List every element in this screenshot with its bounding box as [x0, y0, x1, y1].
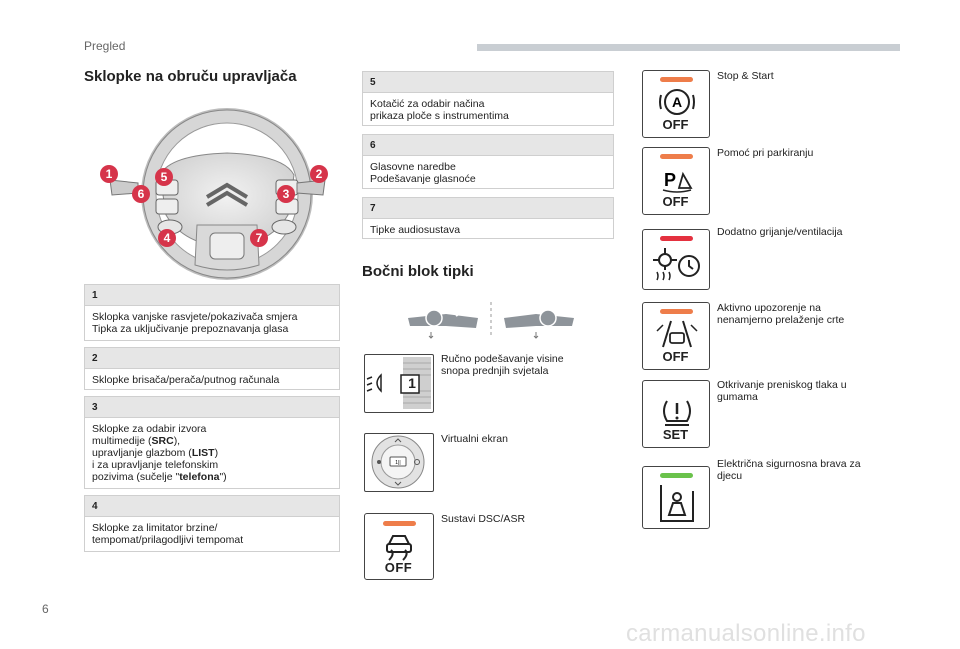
section-header: Pregled [84, 39, 126, 53]
off-label: OFF [662, 349, 689, 364]
led-indicator [660, 387, 693, 392]
callout-5: 5 [155, 168, 173, 186]
box-text: Tipke audiosustava [370, 224, 461, 236]
park-assist-button[interactable]: P OFF [642, 147, 710, 215]
headlamp-level-button[interactable]: 1 [364, 354, 434, 413]
tyre-pressure-button[interactable]: SET [642, 380, 710, 448]
box-text: Sklopka vanjske rasvjete/pokazivača smje… [92, 311, 298, 335]
box-text: Sklopke brisača/perača/putnog računala [92, 374, 280, 386]
child-lock-button[interactable] [642, 466, 710, 529]
stop-start-icon: A [659, 89, 695, 115]
svg-text:1||: 1|| [395, 460, 400, 466]
stop-start-button[interactable]: A OFF [642, 70, 710, 138]
box-number: 2 [85, 348, 339, 369]
svg-text:P: P [664, 170, 676, 190]
child-lock-icon [660, 485, 694, 522]
off-label: OFF [662, 117, 689, 132]
tyre-pressure-icon [663, 400, 691, 426]
info-box-4: 4 Sklopke za limitator brzine/ tempomat/… [84, 495, 340, 552]
led-indicator [660, 154, 693, 159]
set-label: SET [662, 427, 689, 442]
info-box-7: 7 Tipke audiosustava [362, 197, 614, 239]
aux-heating-label: Dodatno grijanje/ventilacija [717, 226, 843, 238]
info-box-2: 2 Sklopke brisača/perača/putnog računala [84, 347, 340, 390]
box-number: 1 [85, 285, 339, 306]
led-indicator [660, 473, 693, 478]
callout-3: 3 [277, 185, 295, 203]
headlamp-level-label: Ručno podešavanje visine snopa prednjih … [441, 353, 564, 377]
info-box-1: 1 Sklopka vanjske rasvjete/pokazivača sm… [84, 284, 340, 341]
page-number: 6 [42, 602, 49, 616]
steering-wheel-illustration: 1 2 3 4 5 6 7 [100, 105, 335, 280]
info-box-5: 5 Kotačić za odabir načina prikaza ploče… [362, 71, 614, 126]
headlamp-level-icon [366, 357, 431, 409]
box-text: Glasovne naredbe Podešavanje glasnoće [370, 161, 476, 185]
box-number: 6 [363, 135, 613, 156]
box-text: Sklopke za limitator brzine/ tempomat/pr… [92, 522, 244, 546]
callout-2: 2 [310, 165, 328, 183]
aux-heating-button[interactable] [642, 229, 710, 290]
lane-departure-icon [656, 320, 698, 348]
side-block-title: Bočni blok tipki [362, 263, 474, 280]
dsc-asr-label: Sustavi DSC/ASR [441, 513, 526, 525]
off-label: OFF [384, 560, 413, 575]
park-assist-icon: P [662, 170, 693, 193]
aux-heating-icon [653, 248, 700, 281]
svg-text:A: A [672, 94, 682, 110]
box-number: 4 [85, 496, 339, 517]
steering-title: Sklopke na obruču upravljača [84, 68, 297, 85]
info-box-3: 3 Sklopke za odabir izvora multimedije (… [84, 396, 340, 489]
led-indicator [660, 77, 693, 82]
stop-start-label: Stop & Start [717, 70, 774, 82]
dashboard-illustration [406, 300, 576, 340]
dsc-asr-button[interactable]: OFF [364, 513, 434, 580]
wheel-digit: 1 [408, 375, 416, 391]
led-indicator [660, 309, 693, 314]
box-number: 3 [85, 397, 339, 418]
callout-4: 4 [158, 229, 176, 247]
callout-6: 6 [132, 185, 150, 203]
dsc-asr-off-icon [386, 535, 412, 561]
callout-7: 7 [250, 229, 268, 247]
park-assist-label: Pomoć pri parkiranju [717, 147, 814, 159]
header-bar [477, 44, 900, 51]
off-label: OFF [662, 194, 689, 209]
lane-departure-button[interactable]: OFF [642, 302, 710, 370]
led-indicator [383, 521, 416, 526]
led-indicator [660, 236, 693, 241]
box-text: Sklopke za odabir izvora multimedije (SR… [92, 423, 227, 483]
virtual-display-control[interactable]: 1|| [364, 433, 434, 492]
callout-1: 1 [100, 165, 118, 183]
box-number: 5 [363, 72, 613, 93]
box-number: 7 [363, 198, 613, 219]
virtual-display-label: Virtualni ekran [441, 433, 508, 445]
watermark: carmanualsonline.info [626, 620, 866, 647]
virtual-display-icon: 1|| [371, 435, 425, 489]
box-text: Kotačić za odabir načina prikaza ploče s… [370, 98, 509, 122]
info-box-6: 6 Glasovne naredbe Podešavanje glasnoće [362, 134, 614, 189]
